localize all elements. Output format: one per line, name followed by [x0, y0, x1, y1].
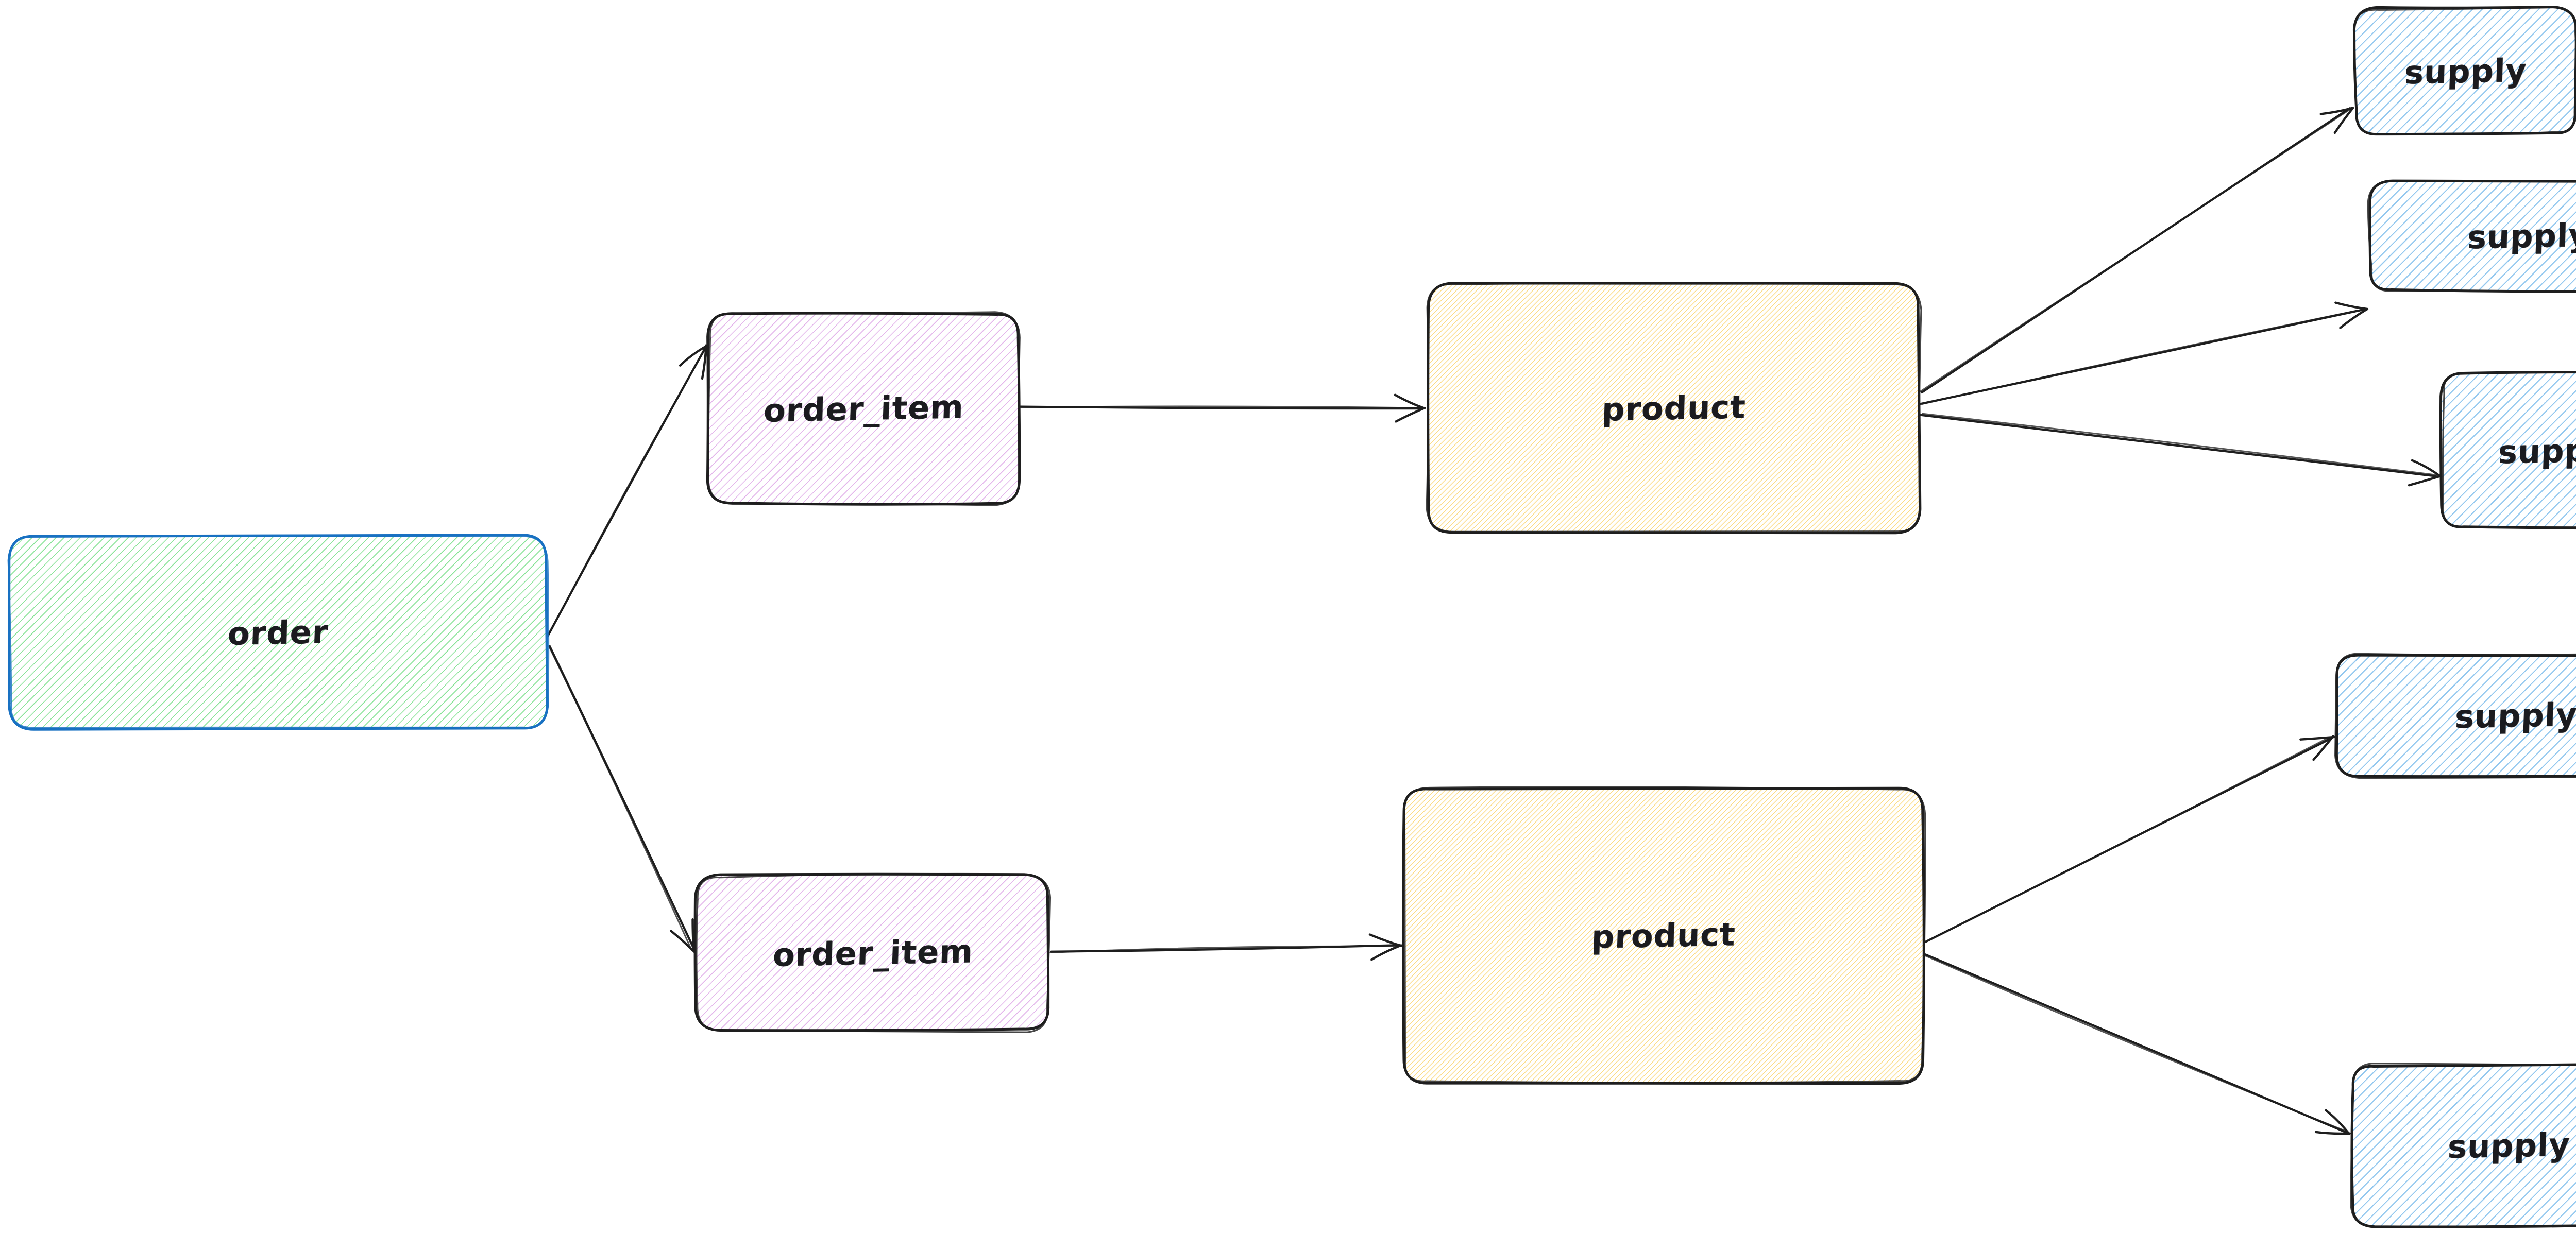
node-label: product — [1591, 915, 1736, 956]
edge-order_item_2-to-product_2 — [1049, 933, 1403, 961]
edge-product_1-to-supply_1 — [1919, 107, 2354, 394]
node-label: supply — [2467, 216, 2576, 256]
node-order_item_2[interactable]: order_item — [693, 872, 1052, 1033]
node-label: order — [227, 612, 329, 653]
node-product_1[interactable]: product — [1426, 282, 1922, 535]
node-supply_3[interactable]: supply — [2439, 370, 2576, 529]
node-supply_5[interactable]: supply — [2350, 1063, 2576, 1228]
node-product_2[interactable]: product — [1401, 786, 1926, 1085]
edge-product_1-to-supply_3 — [1920, 413, 2442, 487]
node-label: supply — [2447, 1125, 2571, 1166]
node-order_item_1[interactable]: order_item — [706, 311, 1021, 506]
edge-order-to-order_item_2 — [548, 645, 696, 953]
node-label: order_item — [762, 387, 965, 430]
edge-product_2-to-supply_4 — [1924, 735, 2335, 944]
node-label: order_item — [772, 932, 974, 974]
node-supply_4[interactable]: supply — [2334, 653, 2576, 779]
node-label: supply — [2404, 51, 2528, 91]
node-label: product — [1601, 388, 1747, 429]
node-supply_2[interactable]: supply — [2367, 179, 2576, 293]
node-label: supply — [2454, 695, 2576, 736]
node-supply_1[interactable]: supply — [2352, 6, 2576, 136]
node-order[interactable]: order — [7, 534, 550, 731]
edge-order_item_1-to-product_1 — [1019, 393, 1426, 423]
edge-product_2-to-supply_5 — [1923, 953, 2351, 1135]
node-label: supply — [2497, 431, 2576, 471]
edge-product_1-to-supply_2 — [1920, 301, 2369, 405]
edge-order-to-order_item_1 — [546, 344, 707, 638]
